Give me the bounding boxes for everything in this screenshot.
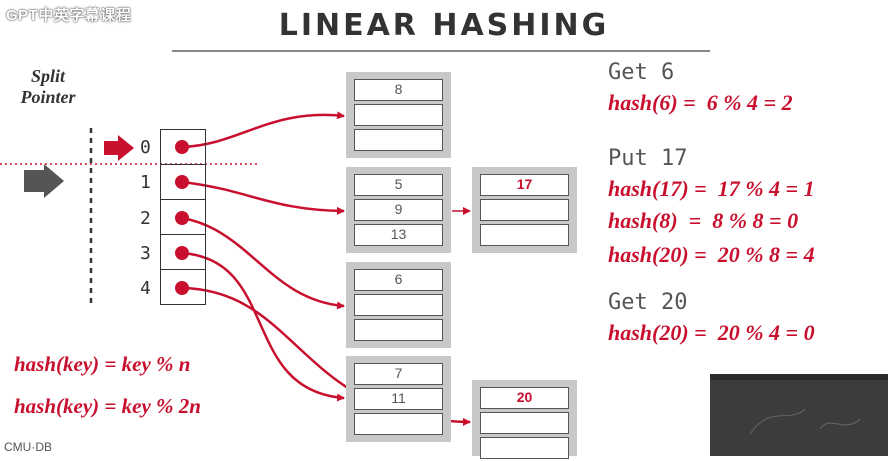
hash-formula-n: hash(key) = key % n xyxy=(14,352,191,376)
bucket-slot: 11 xyxy=(354,388,443,410)
bucket-slot xyxy=(480,412,569,434)
bucket-slot: 6 xyxy=(354,269,443,291)
pointer-3 xyxy=(181,251,345,402)
pointer-2 xyxy=(181,216,345,310)
directory-index-2: 2 xyxy=(140,208,151,229)
op-put-17-line-3: hash(20) = 20 % 8 = 4 xyxy=(608,242,815,267)
bucket-slot: 8 xyxy=(354,79,443,101)
split-pointer-arrow-icon xyxy=(104,135,134,161)
gray-arrow-icon xyxy=(24,164,64,198)
bucket-slot: 7 xyxy=(354,363,443,385)
directory-dot-1 xyxy=(175,175,189,189)
op-get-6-line: hash(6) = 6 % 4 = 2 xyxy=(608,90,793,115)
webcam-inset xyxy=(710,374,888,456)
pointer-1 xyxy=(181,180,345,215)
directory-slot xyxy=(160,199,206,235)
split-pointer-label-line-1: Split xyxy=(30,66,65,86)
bucket-slot: 13 xyxy=(354,224,443,246)
bucket-slot xyxy=(480,199,569,221)
bucket-slot: 17 xyxy=(480,174,569,196)
directory-index-1: 1 xyxy=(140,172,151,193)
bucket-slot xyxy=(354,104,443,126)
op-put-17-line-2: hash(8) = 8 % 8 = 0 xyxy=(608,208,799,233)
title-underline xyxy=(172,50,710,52)
op-get-6-header: Get 6 xyxy=(608,60,675,85)
directory-dot-2 xyxy=(175,211,189,225)
pointer-0 xyxy=(181,111,345,149)
bucket-slot xyxy=(480,224,569,246)
bucket-page-1: 5 9 13 xyxy=(346,167,451,253)
bucket-slot: 5 xyxy=(354,174,443,196)
bucket-slot xyxy=(354,413,443,435)
bucket-slot xyxy=(354,319,443,341)
bucket-page-2: 6 xyxy=(346,262,451,348)
directory-slot xyxy=(160,234,206,270)
split-pointer-label-line-2: Pointer xyxy=(20,87,76,107)
op-put-17-header: Put 17 xyxy=(608,146,688,171)
footer-logo: CMU·DB xyxy=(4,440,52,454)
directory-dot-0 xyxy=(175,140,189,154)
bucket-page-0: 8 xyxy=(346,72,451,158)
bucket-page-3: 7 11 xyxy=(346,356,451,442)
op-get-20-header: Get 20 xyxy=(608,290,688,315)
bucket-slot xyxy=(354,294,443,316)
directory-slot xyxy=(160,129,206,165)
bucket-slot xyxy=(354,129,443,151)
op-put-17-line-1: hash(17) = 17 % 4 = 1 xyxy=(608,176,815,201)
directory-index-0: 0 xyxy=(140,137,151,158)
hash-formula-2n: hash(key) = key % 2n xyxy=(14,394,201,418)
overflow-page-4: 20 xyxy=(472,380,577,459)
overflow-page-1: 17 xyxy=(472,167,577,253)
directory-index-4: 4 xyxy=(140,278,151,299)
watermark: GPT中英字幕课程 xyxy=(6,7,132,24)
directory-slot xyxy=(160,164,206,200)
directory-index-3: 3 xyxy=(140,243,151,264)
directory-dot-3 xyxy=(175,246,189,260)
slide-title: LINEAR HASHING xyxy=(278,8,610,43)
split-pointer-label: Split Pointer xyxy=(8,66,88,108)
bucket-slot: 9 xyxy=(354,199,443,221)
webcam-chalkboard-image xyxy=(710,374,888,456)
bucket-slot: 20 xyxy=(480,387,569,409)
directory-slot xyxy=(160,269,206,305)
op-get-20-line: hash(20) = 20 % 4 = 0 xyxy=(608,320,815,345)
directory-dot-4 xyxy=(175,281,189,295)
